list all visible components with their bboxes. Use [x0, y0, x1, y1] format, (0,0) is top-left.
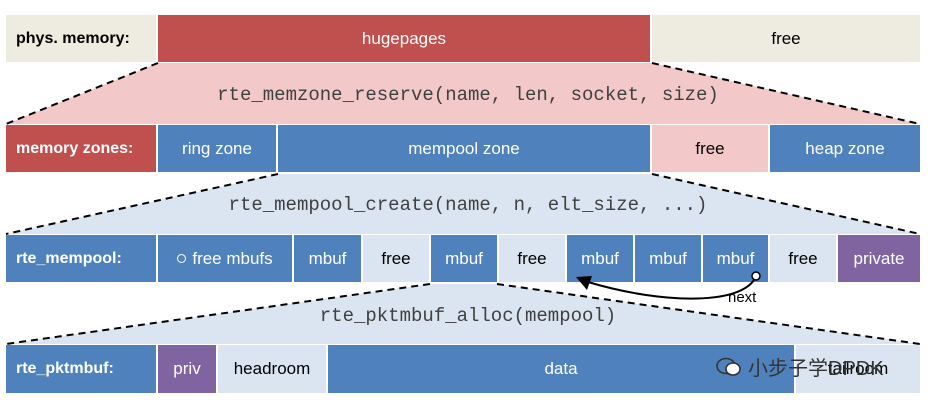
mempool-left-dash — [5, 173, 279, 235]
rte-mempool-label: rte_mempool: — [6, 235, 156, 282]
mbuf-block: mbuf — [567, 235, 633, 282]
mempool-zone-block: mempool zone — [278, 125, 650, 172]
free-mbufs-text: free mbufs — [192, 248, 273, 268]
mempool-trapezoid — [6, 174, 920, 234]
memzone-trapezoid — [6, 63, 920, 124]
priv-block: priv — [158, 345, 216, 393]
watermark-text: 小步子学DPDK — [748, 358, 884, 380]
data-block: data — [328, 345, 794, 393]
hugepages-block: hugepages — [158, 15, 650, 62]
phys-free-block: free — [652, 15, 920, 62]
mempool-right-dash — [651, 173, 921, 235]
mempool-free-block: free — [363, 235, 429, 282]
memzone-right-dash — [651, 62, 921, 125]
ring-zone-block: ring zone — [158, 125, 276, 172]
wechat-icon — [716, 357, 741, 376]
mbuf-block: mbuf — [431, 235, 497, 282]
watermark: 小步子学DPDK — [716, 352, 884, 381]
mempool-create-call: rte_mempool_create(name, n, elt_size, ..… — [228, 194, 708, 216]
headroom-block: headroom — [218, 345, 326, 393]
rte-pktmbuf-label: rte_pktmbuf: — [6, 345, 156, 393]
pktmbuf-alloc-call: rte_pktmbuf_alloc(mempool) — [319, 305, 617, 327]
phys-memory-label: phys. memory: — [6, 15, 156, 62]
free-mbufs-block: free mbufs — [158, 235, 292, 282]
tailroom-block: tailroom — [796, 345, 920, 393]
ring-icon — [177, 254, 187, 263]
zones-free-block: free — [652, 125, 768, 172]
heap-zone-block: heap zone — [770, 125, 920, 172]
mbuf-block: mbuf — [635, 235, 701, 282]
pktmbuf-trapezoid — [6, 284, 920, 344]
memzone-reserve-call: rte_memzone_reserve(name, len, socket, s… — [217, 84, 719, 106]
next-label: next — [728, 289, 757, 306]
mempool-free-block: free — [770, 235, 836, 282]
memory-zones-label: memory zones: — [6, 125, 156, 172]
mempool-private-block: private — [838, 235, 920, 282]
mempool-free-block: free — [499, 235, 565, 282]
memzone-left-dash — [5, 62, 159, 125]
mbuf-block: mbuf — [294, 235, 361, 282]
